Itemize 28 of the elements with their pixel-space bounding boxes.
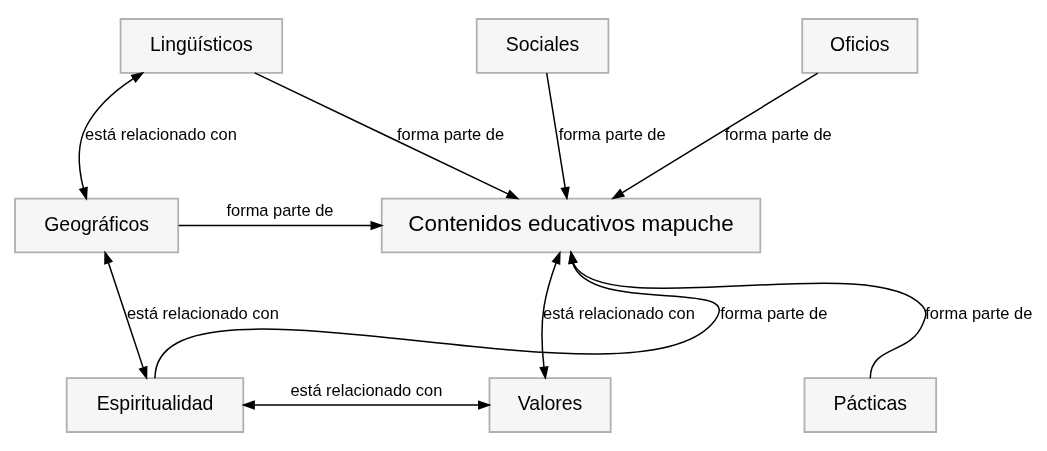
node-box: Contenidos educativos mapuche	[380, 197, 762, 254]
edge-label: forma parte de	[724, 124, 832, 143]
node-box: Sociales	[475, 18, 610, 74]
node-box: Geográficos	[14, 197, 180, 254]
edge-label: está relacionado con	[85, 124, 237, 143]
edge-label: forma parte de	[558, 124, 666, 143]
arrow	[104, 250, 148, 381]
edge-label: está relacionado con	[126, 304, 279, 323]
edge-label: forma parte de	[720, 304, 828, 323]
arrow	[178, 220, 384, 231]
node-box: Valores	[488, 377, 612, 433]
arrow	[254, 72, 520, 200]
arrow	[611, 72, 819, 200]
edge-label: forma parte de	[397, 124, 505, 143]
arrow	[78, 71, 145, 201]
node-box: Lingüísticos	[119, 18, 284, 74]
arrow	[568, 250, 927, 379]
edge-label: forma parte de	[925, 304, 1033, 323]
edge-label: está relacionado con	[542, 304, 695, 323]
node-box: Oficios	[801, 18, 919, 74]
arrow	[539, 250, 561, 381]
node-box: Espiritualidad	[65, 377, 245, 433]
edge-label: está relacionado con	[290, 380, 443, 399]
arrow	[154, 250, 720, 379]
edge-label: forma parte de	[226, 201, 334, 220]
arrow	[241, 400, 492, 410]
node-box: Pácticas	[803, 377, 938, 433]
arrow	[545, 72, 570, 201]
